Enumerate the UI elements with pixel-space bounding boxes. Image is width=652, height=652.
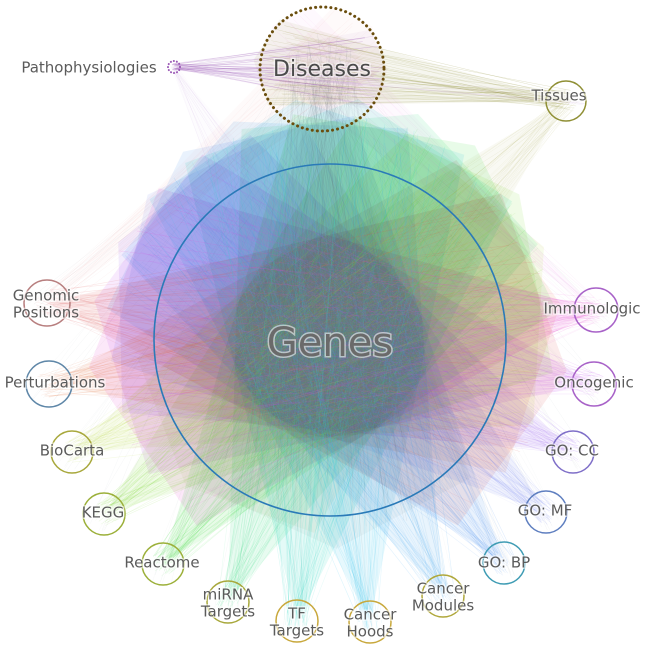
label-cancer_hoods: Hoods (347, 623, 394, 641)
label-genomic_positions: Positions (13, 304, 79, 322)
node-cancer_hoods[interactable] (348, 600, 392, 644)
label-mirna_targets: Targets (200, 603, 255, 621)
edge-fans (47, 19, 597, 622)
edge-fan-tissues-diseases (253, 19, 566, 106)
label-go_mf: GO: MF (518, 502, 573, 520)
node-perturbations[interactable] (25, 360, 73, 408)
labels: Genes Diseases PathophysiologiesTissuesGen… (3, 56, 642, 643)
label-tf_targets: Targets (269, 622, 324, 640)
nodes (23, 5, 619, 644)
label-pathophysiologies: Pathophysiologies (21, 59, 156, 77)
node-tf_targets[interactable] (275, 599, 319, 643)
label-tf_targets: TF (287, 605, 306, 623)
node-biocarta[interactable] (50, 430, 94, 474)
node-immunologic[interactable] (573, 287, 619, 333)
label-go_cc: GO: CC (545, 442, 599, 460)
label-oncogenic: Oncogenic (554, 374, 633, 392)
label-mirna_targets: miRNA (203, 586, 254, 604)
node-reactome[interactable] (141, 542, 185, 586)
label-diseases: Diseases (273, 57, 371, 82)
label-kegg: KEGG (82, 504, 125, 522)
node-oncogenic[interactable] (571, 361, 617, 407)
label-cancer_hoods: Cancer (344, 606, 398, 624)
label-cancer_modules: Modules (412, 597, 475, 615)
label-tissues: Tissues (530, 87, 586, 105)
node-go_mf[interactable] (524, 490, 568, 534)
label-cancer_modules: Cancer (417, 580, 471, 598)
node-genes[interactable] (153, 163, 507, 517)
label-immunologic: Immunologic (543, 300, 640, 318)
node-go_bp[interactable] (482, 541, 526, 585)
node-kegg[interactable] (82, 492, 126, 536)
edge-lines (25, 10, 612, 642)
edge-fan-diseases-genes (197, 69, 472, 549)
node-pathophysiologies[interactable] (167, 60, 181, 74)
node-diseases[interactable] (258, 5, 386, 133)
node-mirna_targets[interactable] (206, 580, 250, 624)
label-reactome: Reactome (124, 554, 199, 572)
label-genes: Genes (267, 320, 393, 366)
node-genomic_positions[interactable] (23, 279, 71, 327)
node-go_cc[interactable] (551, 430, 595, 474)
label-biocarta: BioCarta (40, 442, 105, 460)
node-tissues[interactable] (545, 80, 587, 122)
label-genomic_positions: Genomic (13, 287, 80, 305)
label-perturbations: Perturbations (5, 374, 106, 392)
node-cancer_modules[interactable] (421, 574, 465, 618)
label-go_bp: GO: BP (478, 554, 530, 572)
